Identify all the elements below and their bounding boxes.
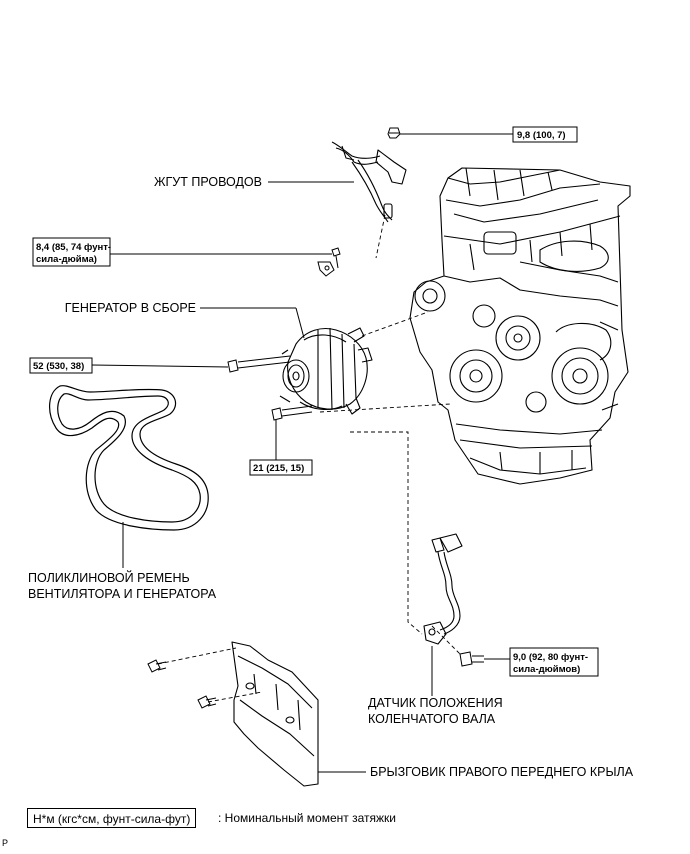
torque-box-nut-top: 9,8 (100, 7) — [512, 126, 578, 143]
engine-block — [409, 167, 631, 485]
shield-screw-1 — [147, 659, 167, 673]
label-generator-assembly: ГЕНЕРАТОР В СБОРЕ — [65, 301, 196, 315]
leader-lines — [91, 133, 513, 773]
generator-bolt-upper — [227, 355, 291, 373]
torque-bracket-line2: сила-дюйма) — [36, 254, 97, 265]
torque-sensor-line1: 9,0 (92, 80 фунт- — [513, 652, 588, 663]
torque-bolt-upper: 52 (530, 38) — [33, 361, 84, 372]
wire-harness — [331, 141, 407, 223]
v-ribbed-belt — [49, 385, 209, 531]
legend-unit-box: Н*м (кгс*см, фунт-сила-фут) — [27, 808, 197, 828]
torque-sensor-line2: сила-дюймов) — [513, 664, 580, 675]
label-wire-harness: ЖГУТ ПРОВОДОВ — [154, 175, 262, 189]
torque-bracket-line1: 8,4 (85, 74 фунт- — [36, 242, 111, 253]
torque-bolt-lower: 21 (215, 15) — [253, 463, 304, 474]
sensor-bolt — [459, 651, 484, 667]
legend-description: : Номинальный момент затяжки — [218, 811, 396, 825]
torque-box-bolt-upper: 52 (530, 38) — [29, 357, 93, 374]
torque-box-bolt-lower: 21 (215, 15) — [249, 459, 313, 476]
label-crank-sensor-line2: КОЛЕНЧАТОГО ВАЛА — [368, 712, 496, 726]
crank-position-sensor — [423, 533, 463, 645]
label-crank-sensor-line1: ДАТЧИК ПОЛОЖЕНИЯ — [368, 696, 503, 710]
torque-box-bracket: 8,4 (85, 74 фунт- сила-дюйма) — [32, 237, 111, 267]
generator — [279, 327, 373, 415]
bracket-bolt — [317, 247, 341, 277]
label-belt-line2: ВЕНТИЛЯТОРА И ГЕНЕРАТОРА — [28, 587, 217, 601]
torque-nut-top: 9,8 (100, 7) — [517, 130, 566, 141]
torque-box-sensor: 9,0 (92, 80 фунт- сила-дюймов) — [509, 647, 599, 677]
alignment-lines — [157, 214, 463, 703]
generator-bolt-lower — [271, 405, 313, 421]
label-splash-shield: БРЫЗГОВИК ПРАВОГО ПЕРЕДНЕГО КРЫЛА — [370, 765, 634, 779]
page-mark: P — [2, 838, 9, 848]
splash-shield — [231, 641, 319, 787]
shield-screw-2 — [197, 695, 217, 709]
nut-top — [387, 127, 401, 139]
label-belt-line1: ПОЛИКЛИНОВОЙ РЕМЕНЬ — [28, 570, 190, 585]
